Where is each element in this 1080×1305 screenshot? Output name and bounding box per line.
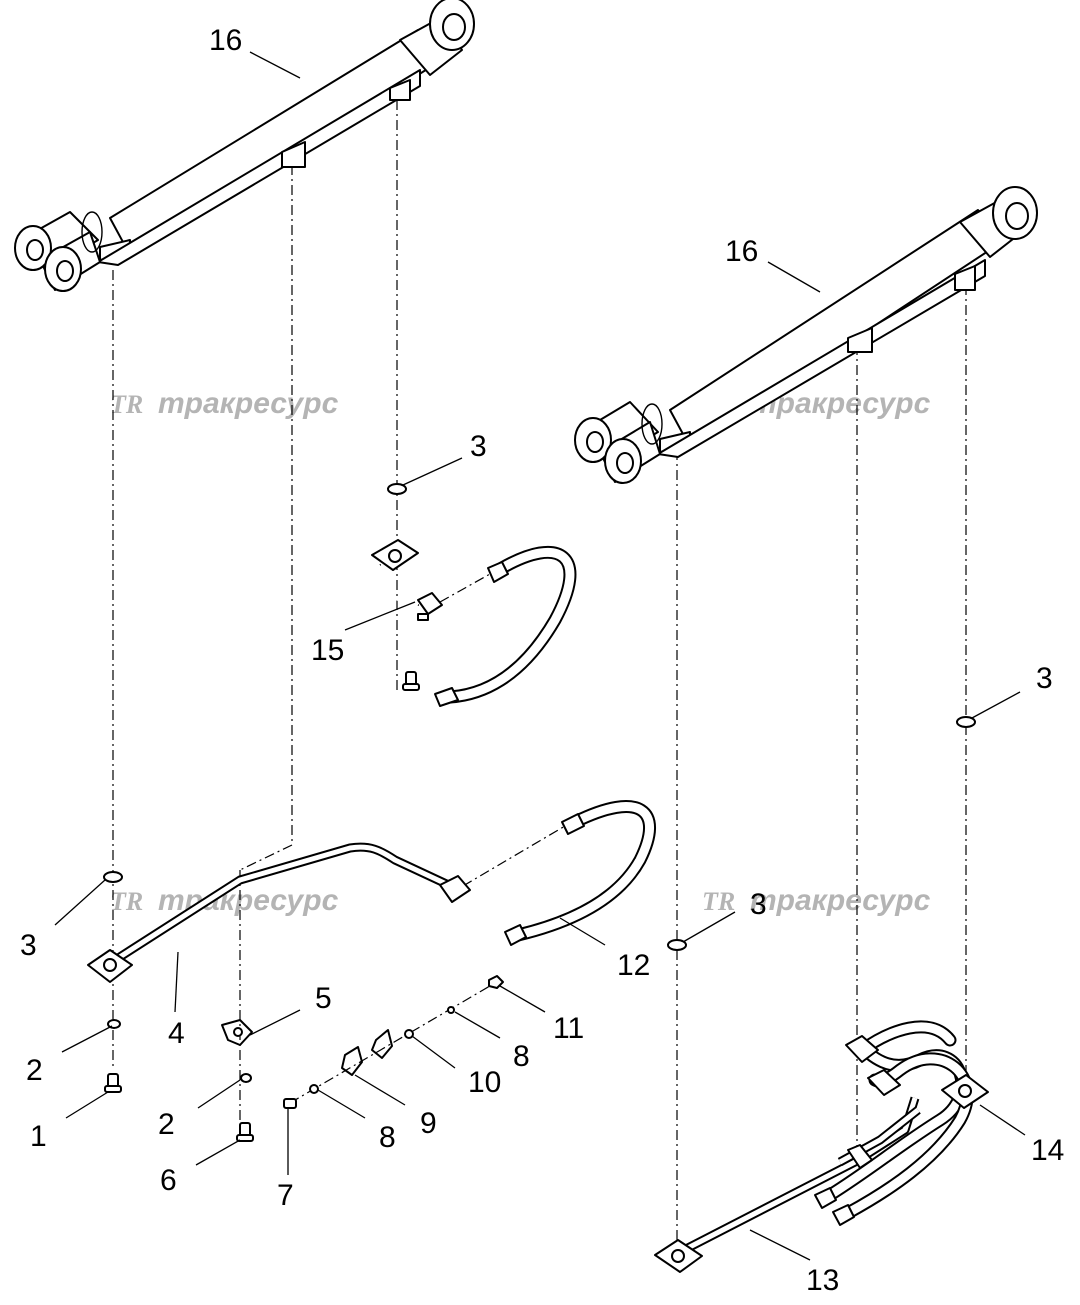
- callout-6: 6: [160, 1164, 177, 1197]
- callout-8-lower: 8: [379, 1121, 396, 1154]
- tube-assembly-15: [369, 539, 443, 621]
- callout-12: 12: [617, 949, 650, 982]
- watermark-logo: TR: [702, 887, 735, 916]
- callout-2-left: 2: [26, 1054, 43, 1087]
- callout-labels: 16 16 3 15 3 3 3 12 4 5 11 2 8 10 1 2 9 …: [20, 24, 1064, 1297]
- leader-lines: [54, 51, 1026, 1261]
- callout-10: 10: [468, 1066, 501, 1099]
- callout-1: 1: [30, 1120, 47, 1153]
- callout-3-left: 3: [20, 929, 37, 962]
- watermark-1: TR тракресурс: [110, 387, 339, 420]
- callout-3-top: 3: [470, 430, 487, 463]
- callout-5: 5: [315, 982, 332, 1015]
- hydraulic-cylinder-left: [14, 0, 475, 292]
- watermark-4: TR тракресурс: [702, 884, 931, 917]
- callout-9: 9: [420, 1107, 437, 1140]
- watermark-text: тракресурс: [750, 884, 931, 917]
- callout-7: 7: [277, 1179, 294, 1212]
- tube-4: [87, 842, 471, 983]
- hydraulic-cylinder-right: [574, 186, 1038, 484]
- callout-3-right: 3: [1036, 662, 1053, 695]
- callout-13: 13: [806, 1264, 839, 1297]
- watermark-text: тракресурс: [158, 387, 339, 420]
- assembly-lines: [112, 100, 967, 1250]
- callout-2-lower: 2: [158, 1108, 175, 1141]
- hose-12: [504, 800, 656, 946]
- hose-15: [434, 546, 577, 707]
- callout-8-upper: 8: [513, 1040, 530, 1073]
- callout-15: 15: [311, 634, 344, 667]
- callout-14: 14: [1031, 1134, 1064, 1167]
- watermark-logo: TR: [110, 887, 143, 916]
- watermark-logo: TR: [110, 390, 143, 419]
- callout-11: 11: [553, 1012, 584, 1045]
- callout-16-left: 16: [209, 24, 242, 57]
- o-rings: [103, 483, 976, 951]
- callout-3-mid: 3: [750, 888, 767, 921]
- callout-16-right: 16: [725, 235, 758, 268]
- small-hardware: [104, 975, 504, 1142]
- callout-4: 4: [168, 1017, 185, 1050]
- tube-assembly-13-14: [654, 1020, 989, 1273]
- bolt-15: [402, 671, 420, 691]
